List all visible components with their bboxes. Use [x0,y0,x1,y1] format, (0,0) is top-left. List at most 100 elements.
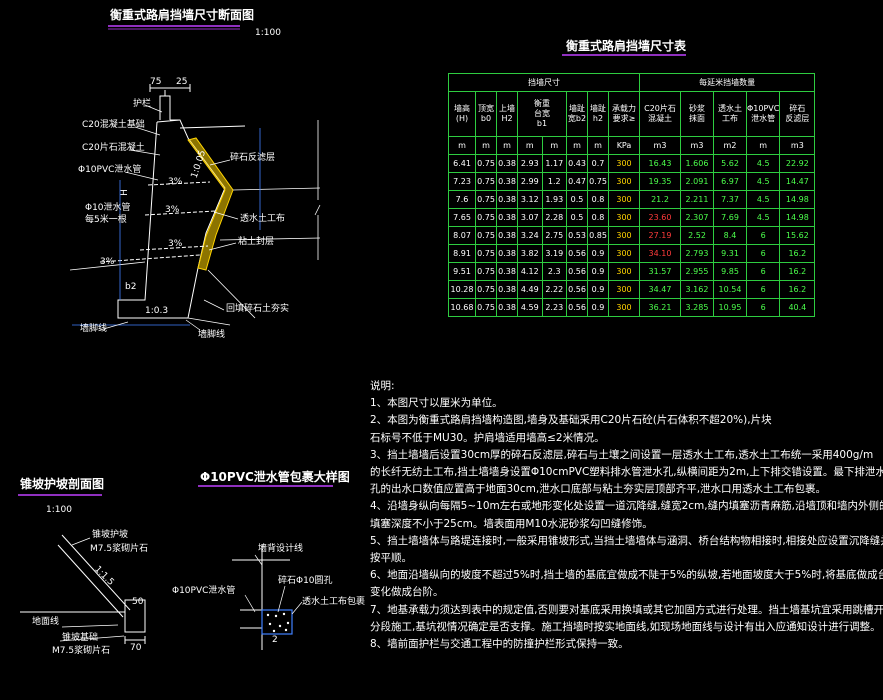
table-cell: 2.3 [541,262,567,281]
table-cell: 27.19 [639,226,681,245]
table-cell: 2.22 [541,280,567,299]
table-cell: 6 [745,244,781,263]
table-cell: 16.2 [779,280,816,299]
table-cell: 7.6 [448,190,476,209]
table-cell: 22.92 [779,154,816,173]
table-cell: 4.12 [517,262,543,281]
table-cell: 0.75 [475,226,497,245]
label-spacing: 每5米一根 [85,215,127,225]
label-c20-concrete: C20混凝土基础 [82,120,145,130]
table-cell: 0.56 [566,262,588,281]
unit-cell: m [475,136,497,155]
geotextile-wrap [261,609,293,635]
table-cell: 300 [608,190,640,209]
table-cell: 0.75 [475,262,497,281]
table-cell: 16.2 [779,262,816,281]
note-line: 8、墙前面护栏与交通工程中的防撞护栏形式保持一致。 [370,638,629,651]
label-gravel-hole: 碎石Φ10圆孔 [278,576,333,586]
table-cell: 2.99 [517,172,543,191]
table-cell: 7.37 [713,190,747,209]
unit-cell: m [587,136,609,155]
gravel-dots [266,612,290,633]
group-header-qty: 每延米挡墙数量 [638,73,816,92]
table-cell: 1.17 [541,154,567,173]
label-pct-b: 3% [165,205,180,215]
note-line: 5、挡土墙墙体与路堤连接时,一般采用锥坡形式,当挡土墙墙体与涵洞、桥台结构物相接… [370,534,883,547]
table-cell: 0.9 [587,244,609,263]
label-gravel-filter: 碎石反滤层 [230,153,276,163]
col-header: 砂浆 抹面 [680,91,714,137]
table-cell: 0.38 [496,190,518,209]
dim-75: 75 [150,77,162,87]
table-cell: 8.4 [713,226,747,245]
dim-2: 2 [272,635,278,645]
table-cell: 300 [608,226,640,245]
slope-detail-scale: 1:100 [46,505,72,515]
table-cell: 0.43 [566,154,588,173]
table-cell: 3.162 [680,280,714,299]
table-cell: 6.41 [448,154,476,173]
note-line: 变化做成台阶。 [370,586,444,599]
table-cell: 2.28 [541,208,567,227]
table-cell: 6 [745,262,781,281]
table-cell: 2.091 [680,172,714,191]
unit-cell: m2 [713,136,747,155]
pipe-leaders [244,554,303,615]
table-cell: 0.75 [475,190,497,209]
label-h: H [119,189,130,196]
table-cell: 14.47 [779,172,816,191]
table-cell: 4.5 [745,154,781,173]
table-cell: 6 [745,298,781,317]
table-cell: 0.38 [496,172,518,191]
col-header: 顶宽 b0 [475,91,497,137]
table-cell: 19.35 [639,172,681,191]
table-cell: 34.10 [639,244,681,263]
table-cell: 40.4 [779,298,816,317]
gravel-filter-layer [187,137,234,271]
table-cell: 7.23 [448,172,476,191]
table-cell: 2.211 [680,190,714,209]
table-cell: 0.7 [587,154,609,173]
table-cell: 23.60 [639,208,681,227]
table-cell: 0.38 [496,226,518,245]
label-geotextile: 透水土工布 [240,214,286,224]
group-header-dims: 挡墙尺寸 [448,73,640,92]
table-cell: 10.54 [713,280,747,299]
unit-cell: m [745,136,781,155]
table-cell: 3.285 [680,298,714,317]
table-cell: 0.75 [475,154,497,173]
table-cell: 10.68 [448,298,476,317]
label-wall-back: 墙背设计线 [258,544,304,554]
label-top-guard: 锥坡护坡 [92,530,129,540]
note-line: 4、沿墙身纵向每隔5~10m左右或地形变化处设置一道沉降缝,缝宽2cm,缝内填塞… [370,500,883,513]
notes-heading: 说明: [370,380,395,392]
table-cell: 31.57 [639,262,681,281]
table-cell: 0.56 [566,298,588,317]
drain-pipes [99,181,216,263]
table-cell: 2.955 [680,262,714,281]
table-cell: 300 [608,172,640,191]
unit-cell: m [496,136,518,155]
label-base-foot: 锥坡基础 [62,633,99,643]
label-backfill: 回填碎石土夯实 [226,304,290,314]
label-clay-cap: 粘土封层 [238,237,275,247]
leader-lines [99,104,239,331]
table-cell: 9.85 [713,262,747,281]
table-cell: 300 [608,298,640,317]
table-cell: 0.38 [496,154,518,173]
label-railing: 护栏 [133,99,152,109]
table-cell: 300 [608,244,640,263]
label-pvc-drain: Φ10PVC泄水管 [78,165,142,175]
col-header: Φ10PVC 泄水管 [745,91,781,137]
table-cell: 34.47 [639,280,681,299]
label-ratio-03: 1:0.3 [145,306,169,316]
table-cell: 300 [608,208,640,227]
unit-cell: m3 [680,136,714,155]
table-cell: 1.93 [541,190,567,209]
table-cell: 6 [745,280,781,299]
table-cell: 0.75 [475,298,497,317]
